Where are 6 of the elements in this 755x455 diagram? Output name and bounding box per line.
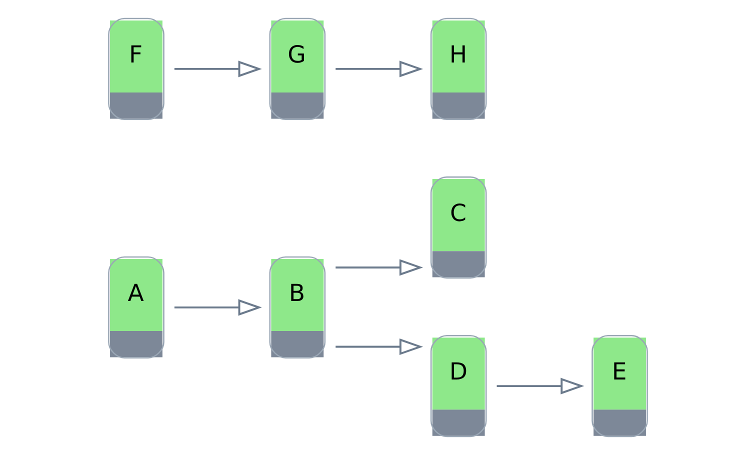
arrow [496,378,584,394]
arrow [335,338,423,355]
arrow [174,60,262,78]
arrow [335,60,423,78]
arrow [335,259,423,276]
arrow [174,299,262,316]
